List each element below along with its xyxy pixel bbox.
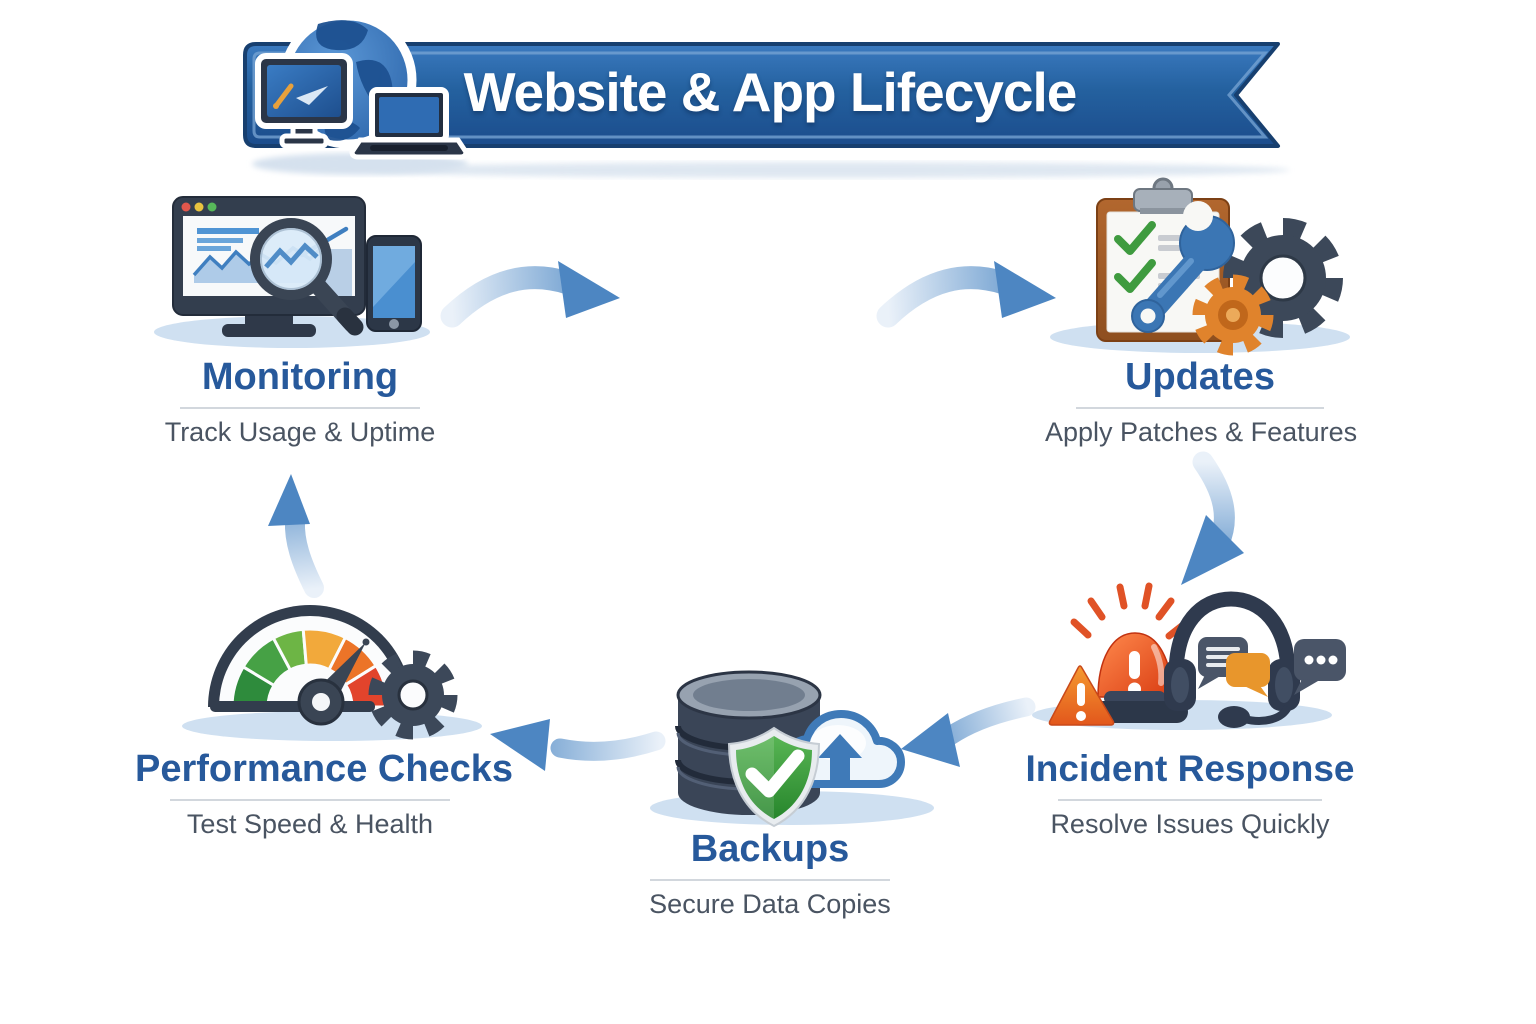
backups-label: Backups Secure Data Copies	[620, 828, 920, 919]
performance-checks-icon	[180, 585, 490, 745]
arrow-monitoring-to-updates-2	[876, 261, 1056, 328]
banner-shadow	[370, 162, 1290, 178]
warning-triangle-icon	[1048, 665, 1115, 726]
banner-title: Website & App Lifecycle	[463, 61, 1078, 123]
smartphone-icon	[366, 235, 422, 332]
chat-bubble-dots-icon	[1294, 639, 1346, 695]
wrench-icon	[1131, 201, 1235, 333]
performance-checks-title: Performance Checks	[135, 748, 514, 790]
gear-icon	[368, 650, 458, 740]
monitoring-title: Monitoring	[201, 356, 399, 398]
performance-checks-divider	[170, 799, 450, 801]
monitor-icon	[255, 53, 353, 149]
incident-response-label: Incident Response Resolve Issues Quickly	[1025, 748, 1355, 839]
upload-arrow-icon	[818, 734, 862, 784]
performance-checks-label: Performance Checks Test Speed & Health	[135, 748, 514, 839]
incident-response-subtitle: Resolve Issues Quickly	[1050, 809, 1330, 839]
updates-divider	[1076, 407, 1324, 409]
chat-bubble-orange-icon	[1226, 653, 1270, 697]
backups-title: Backups	[690, 828, 850, 870]
banner	[230, 6, 1310, 196]
magnifier-icon	[250, 218, 364, 336]
incident-response-divider	[1058, 799, 1322, 801]
incident-response-title: Incident Response	[1025, 748, 1355, 789]
ribbon-shape	[243, 42, 1280, 148]
updates-subtitle: Apply Patches & Features	[1045, 417, 1358, 447]
backups-icon	[650, 650, 950, 835]
arrow-backups-to-performance	[490, 719, 666, 771]
updates-label: Updates Apply Patches & Features	[1045, 356, 1358, 447]
globe-devices-icon	[252, 11, 469, 175]
monitoring-label: Monitoring Track Usage & Uptime	[150, 356, 450, 447]
orange-gear-icon	[1192, 274, 1274, 356]
monitoring-divider	[180, 407, 420, 409]
headset-icon	[1164, 591, 1300, 728]
speed-gauge-icon	[208, 605, 412, 726]
arrow-updates-to-incident	[1181, 451, 1244, 585]
arrow-incident-to-backups	[901, 697, 1036, 767]
siren-icon	[1092, 632, 1188, 723]
chat-bubble-lines-icon	[1198, 637, 1248, 689]
checkmark-icon	[1114, 259, 1156, 293]
arrow-monitoring-to-updates-1	[440, 261, 620, 328]
updates-title: Updates	[1125, 356, 1275, 398]
laptop-icon	[349, 87, 469, 160]
checkmark-icon	[1114, 221, 1156, 255]
backups-subtitle: Secure Data Copies	[649, 889, 891, 919]
banner-ribbon-graphic	[243, 11, 1290, 178]
incident-response-icon	[1030, 575, 1360, 740]
backups-divider	[650, 879, 890, 881]
siren-rays	[1070, 582, 1187, 640]
monitoring-icon	[150, 185, 440, 355]
shield-check-icon	[727, 726, 821, 828]
arrow-performance-to-monitoring	[268, 474, 324, 598]
ribbon-inner-highlight	[252, 51, 1269, 139]
performance-checks-subtitle: Test Speed & Health	[186, 809, 434, 839]
updates-icon	[1040, 175, 1360, 360]
monitoring-subtitle: Track Usage & Uptime	[164, 417, 436, 447]
microphone-icon	[1218, 706, 1250, 728]
